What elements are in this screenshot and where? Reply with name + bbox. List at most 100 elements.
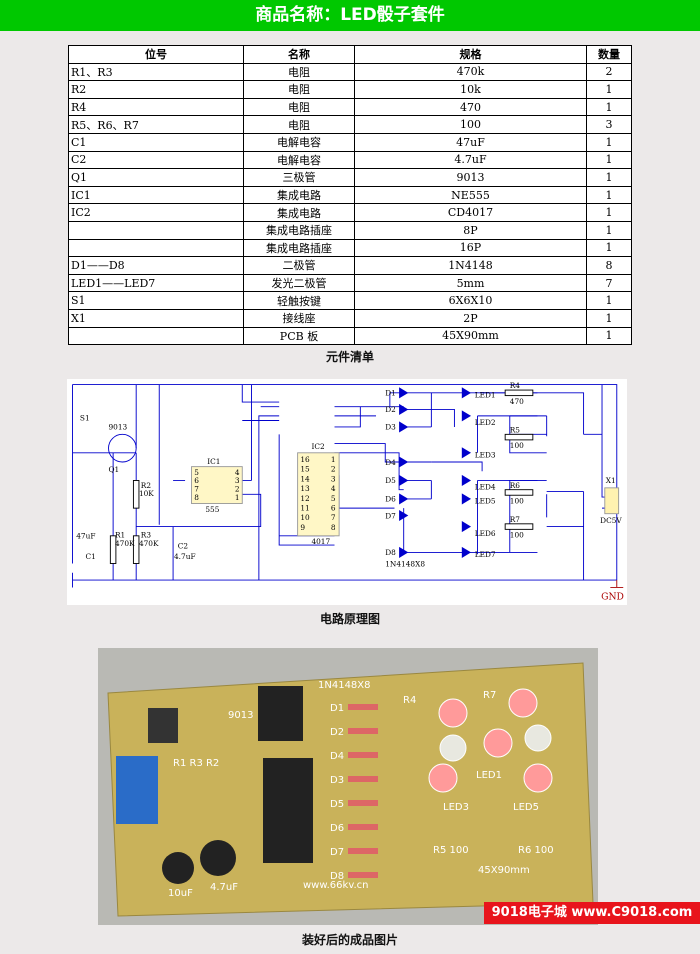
- r1-label: R1: [115, 531, 125, 540]
- photo-diode-label: D8: [330, 871, 344, 882]
- photo-diode: [348, 824, 378, 830]
- led-label: LED6: [475, 529, 496, 538]
- diode-symbol: [399, 456, 409, 468]
- table-cell: 2: [586, 62, 632, 82]
- table-cell: D1——D8: [68, 256, 244, 275]
- ic1-pin-label: 4: [235, 468, 240, 477]
- photo-diode-label: D2: [330, 727, 344, 738]
- table-cell: 1: [586, 168, 632, 187]
- led-label: LED5: [475, 497, 496, 506]
- diode-label: D4: [385, 458, 396, 467]
- r5-label: R5: [510, 426, 521, 435]
- led-symbol: [461, 546, 472, 558]
- table-cell: 16P: [354, 238, 587, 258]
- ic2-pin-label: 12: [300, 494, 309, 503]
- diode-symbol: [399, 403, 409, 415]
- ic2-pin-label: 15: [300, 465, 310, 474]
- table-cell: 接线座: [243, 308, 355, 328]
- ic2-pin-label: 8: [331, 523, 336, 532]
- table-cell: 470k: [354, 62, 587, 82]
- table-cell: 二极管: [243, 256, 355, 275]
- photo-r6-label: R6 100: [518, 845, 554, 856]
- ic1-pin-label: 7: [194, 485, 199, 494]
- table-cell: 1: [586, 80, 632, 99]
- c2-label: C2: [178, 542, 188, 551]
- table-cell: NE555: [354, 185, 587, 205]
- table-cell: 6X6X10: [354, 291, 587, 310]
- table-cell: 1: [586, 203, 632, 222]
- q1-type-label: 9013: [109, 423, 128, 432]
- ic2-pin-label: 7: [331, 513, 336, 522]
- table-cell: LED1——LED7: [68, 273, 244, 293]
- ic1-pin-label: 1: [235, 493, 240, 502]
- ic2-pin-label: 14: [300, 474, 310, 483]
- table-cell: [68, 220, 244, 240]
- diode-symbol: [399, 509, 409, 522]
- led-label: LED3: [475, 450, 496, 459]
- table-cell: 1: [586, 132, 632, 152]
- table-cell: CD4017: [354, 203, 587, 222]
- ic2-label: IC2: [311, 442, 324, 451]
- table-cell: 1: [586, 220, 632, 240]
- table-cell: R5、R6、R7: [68, 115, 244, 134]
- r4-label: R4: [510, 381, 521, 390]
- r2-label: R2: [141, 481, 151, 490]
- r4-value: 470: [510, 397, 524, 406]
- table-cell: IC2: [68, 203, 244, 222]
- table-cell: S1: [68, 291, 244, 310]
- s1-label: S1: [80, 414, 90, 423]
- photo-diode: [348, 848, 378, 854]
- page-title: 商品名称：LED骰子套件: [0, 0, 700, 31]
- photo-diode-label: D1: [330, 703, 344, 714]
- ic1-pin-label: 5: [194, 468, 199, 477]
- ic2-pin-label: 10: [300, 513, 310, 522]
- photo-r5-label: R5 100: [433, 845, 469, 856]
- table-cell: IC1: [68, 185, 244, 205]
- diode-label: D3: [385, 423, 396, 432]
- table-cell: 470: [354, 97, 587, 117]
- photo-diode: [348, 752, 378, 758]
- photo-led5-label: LED5: [513, 802, 539, 813]
- table-cell: 集成电路: [243, 203, 355, 222]
- ic1-label: IC1: [207, 457, 220, 466]
- r3-value: 470K: [139, 539, 159, 548]
- led-symbol: [461, 410, 472, 422]
- bom-caption: 元件清单: [325, 350, 374, 364]
- photo-diode: [348, 776, 378, 782]
- r6-value: 100: [510, 497, 524, 506]
- diode-symbol: [399, 387, 409, 399]
- led-label: LED4: [475, 483, 496, 492]
- table-cell: [68, 238, 244, 258]
- table-cell: 10k: [354, 80, 587, 99]
- table-cell: 1: [586, 291, 632, 310]
- table-cell: C2: [68, 150, 244, 170]
- r7-value: 100: [510, 531, 524, 540]
- diode-symbol: [399, 493, 409, 505]
- c2-value: 4.7uF: [174, 552, 196, 561]
- photo-c1-label: 10uF: [168, 888, 193, 899]
- ic2-pin-label: 6: [331, 503, 336, 512]
- table-cell: 1N4148: [354, 256, 587, 275]
- table-cell: R2: [68, 80, 244, 99]
- table-cell: 7: [586, 273, 632, 293]
- ic2-part: 4017: [311, 537, 330, 546]
- photo-diode-label: D3: [330, 775, 344, 786]
- photo-diode: [348, 704, 378, 710]
- diode-label: D1: [385, 389, 396, 398]
- r6-label: R6: [510, 481, 521, 490]
- table-cell: [68, 326, 244, 346]
- ic1-pin-label: 2: [235, 485, 240, 494]
- table-cell: 8: [586, 256, 632, 275]
- table-cell: 集成电路: [243, 185, 355, 205]
- photo-diode-label: D6: [330, 823, 344, 834]
- photo-diode: [348, 728, 378, 734]
